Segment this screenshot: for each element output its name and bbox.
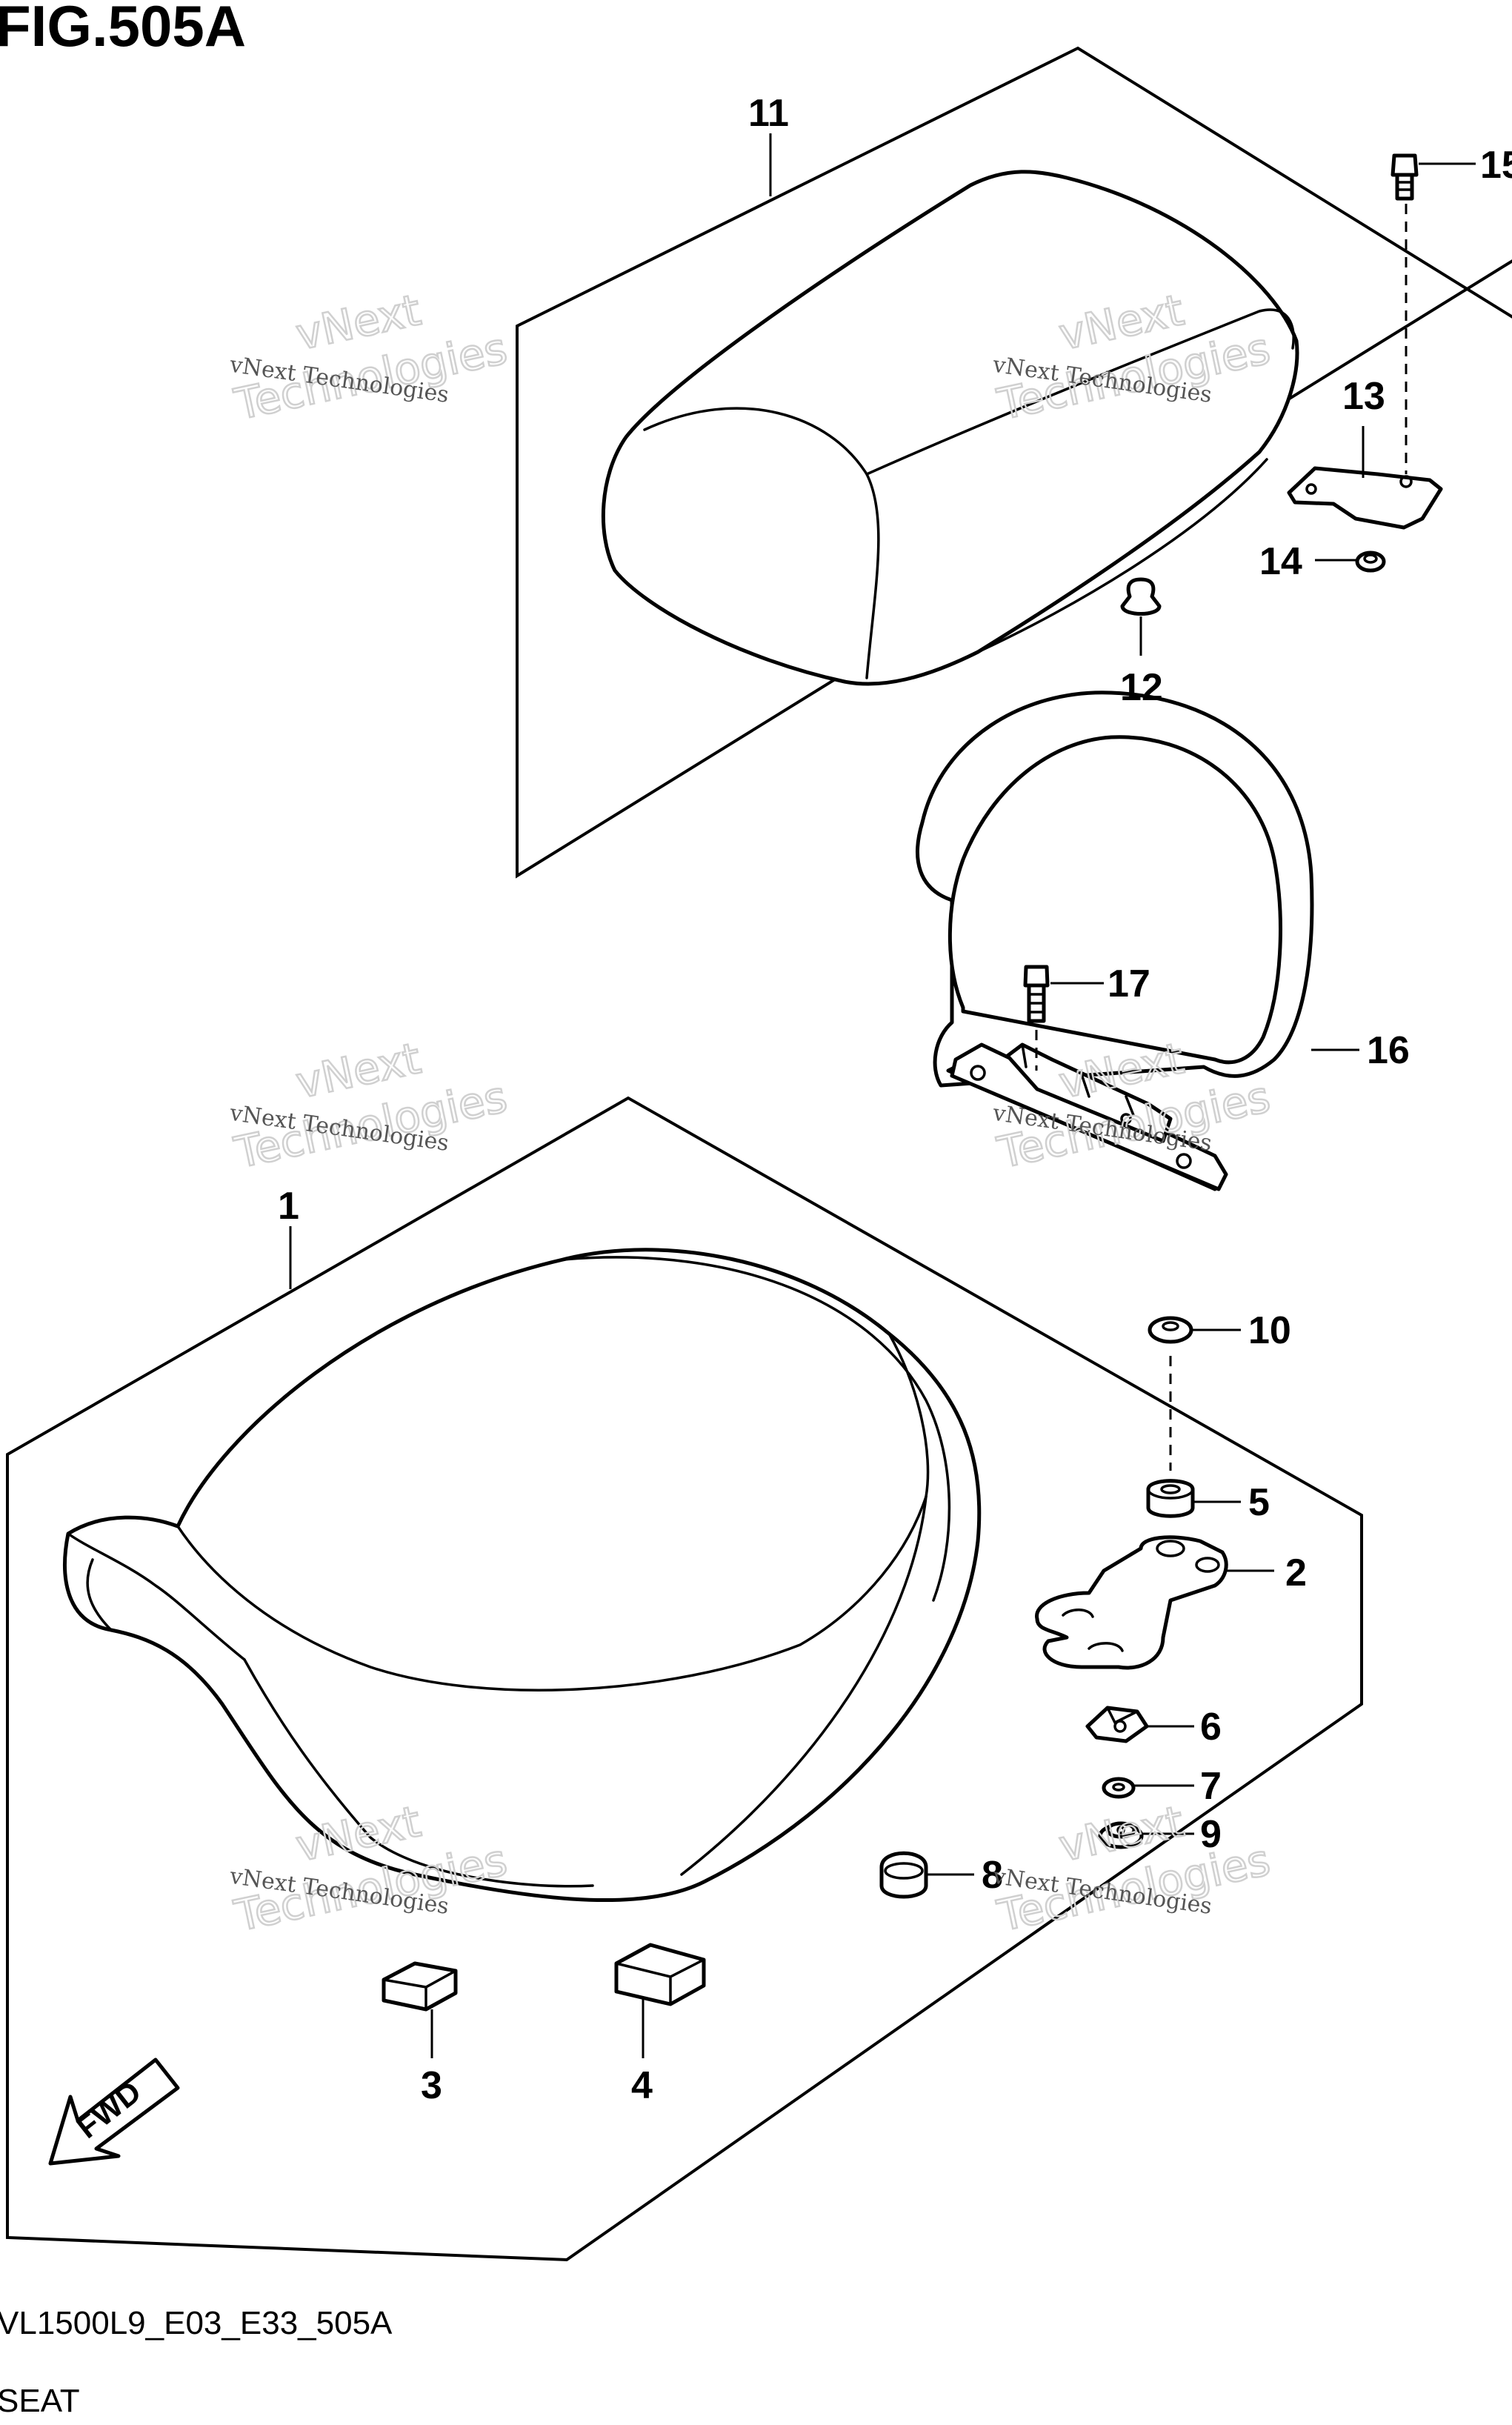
callout-8: 8 — [982, 1854, 1003, 1897]
watermark-3: vNext Technologies vNext Technologies — [227, 1032, 512, 1180]
pad-3 — [382, 1961, 458, 2012]
bolt-15 — [1391, 153, 1419, 201]
clip-nut-6 — [1085, 1706, 1149, 1743]
pad-4 — [614, 1943, 706, 2006]
callout-2: 2 — [1285, 1551, 1307, 1594]
watermark-6: vNext Technologies vNext Technologies — [990, 1795, 1275, 1943]
callout-16: 16 — [1367, 1029, 1410, 1072]
watermark-1: vNext Technologies vNext Technologies — [227, 284, 512, 431]
callout-12: 12 — [1120, 666, 1163, 709]
washer-10 — [1148, 1316, 1193, 1344]
callout-10: 10 — [1248, 1309, 1291, 1352]
bracket-13 — [1287, 466, 1443, 530]
bracket-2 — [1035, 1535, 1228, 1670]
callout-3: 3 — [421, 2064, 442, 2107]
callout-17: 17 — [1108, 962, 1150, 1005]
callout-15: 15 — [1480, 144, 1512, 187]
callout-4: 4 — [631, 2064, 653, 2107]
cushion-12 — [1120, 577, 1162, 616]
main-seat-group-frame — [6, 1096, 1363, 2262]
callout-7: 7 — [1200, 1765, 1222, 1808]
pillion-seat-group-frame — [516, 46, 1512, 879]
callout-11: 11 — [748, 92, 789, 135]
callout-9: 9 — [1200, 1813, 1222, 1856]
forward-arrow: FWD — [48, 2058, 180, 2166]
pillion-seat-11 — [601, 170, 1299, 686]
nut-14 — [1355, 550, 1386, 573]
callout-5: 5 — [1248, 1481, 1270, 1524]
figure-code: VL1500L9_E03_E33_505A — [0, 2305, 393, 2341]
callout-14: 14 — [1259, 540, 1302, 583]
main-seat-1 — [63, 1248, 982, 1903]
nut-9 — [1098, 1821, 1144, 1849]
grommet-5 — [1146, 1479, 1195, 1518]
cap-8 — [879, 1851, 928, 1899]
callout-13: 13 — [1342, 375, 1385, 418]
callout-6: 6 — [1200, 1706, 1222, 1749]
callout-1: 1 — [278, 1185, 299, 1228]
figure-name: SEAT — [0, 2383, 80, 2419]
washer-7 — [1102, 1777, 1136, 1799]
bolt-17 — [1023, 965, 1050, 1023]
figure-title: FIG.505A — [0, 0, 246, 59]
